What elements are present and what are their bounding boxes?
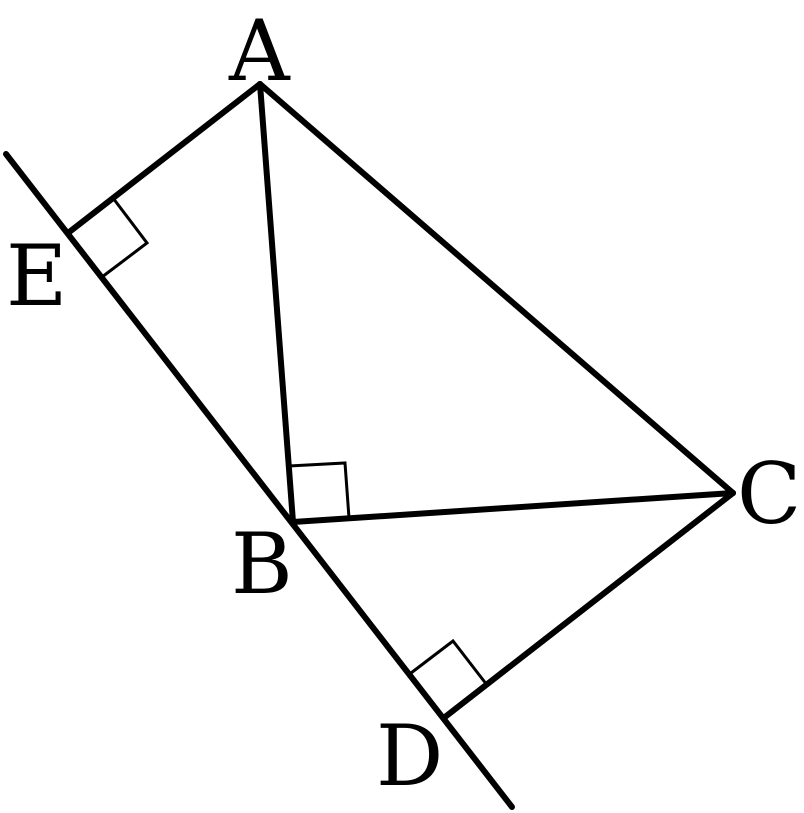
segment-ab — [257, 81, 296, 525]
segment-ea — [65, 81, 263, 236]
line-ed — [3, 151, 515, 810]
right-angle-mark-b — [288, 461, 351, 519]
label-d: D — [376, 707, 443, 805]
label-e: E — [6, 227, 67, 325]
right-angle-mark-d — [410, 638, 489, 686]
label-b: B — [231, 515, 293, 613]
right-angle-mark-e — [101, 197, 150, 279]
segment-cd — [442, 490, 736, 720]
label-c: C — [737, 445, 801, 543]
label-a: A — [228, 2, 291, 100]
segment-bc — [290, 490, 736, 525]
segment-ac — [257, 81, 736, 496]
